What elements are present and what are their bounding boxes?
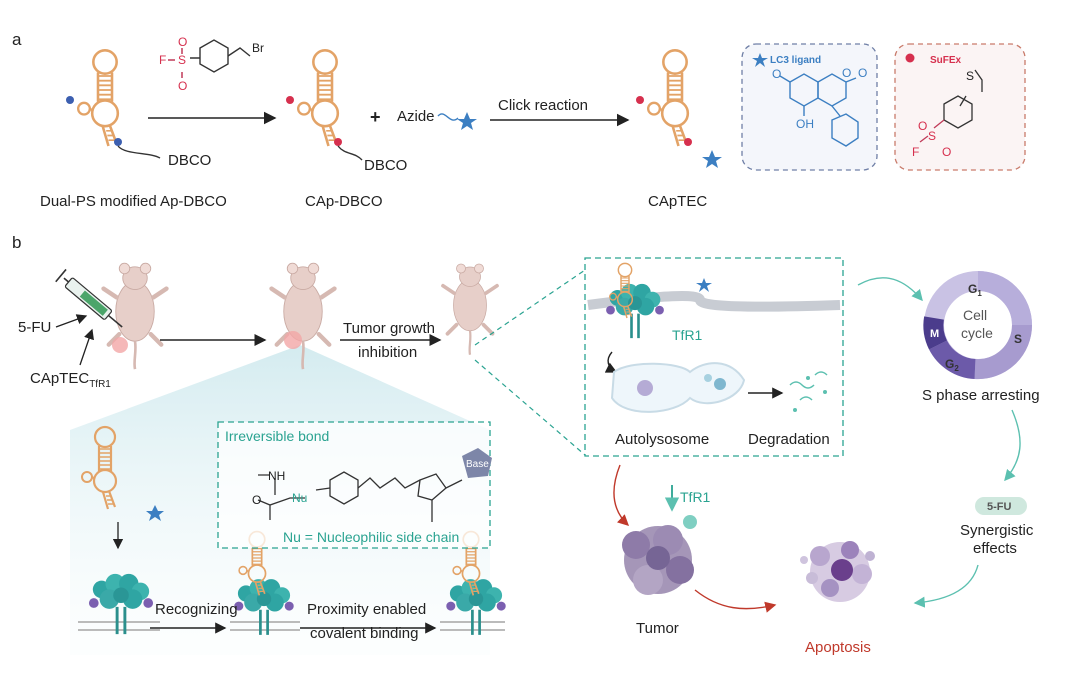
s-phase-label: S phase arresting: [922, 387, 1040, 404]
tumor-icon: [622, 525, 694, 595]
aptamer-icon: [636, 49, 692, 148]
mouse-icon: [443, 264, 497, 355]
phase-g2: G2: [945, 357, 959, 373]
lc3-ligand-box: LC3 ligand O O O OH: [741, 43, 878, 171]
sulfonyl-fluoride-reagent: F S O O Br: [159, 35, 264, 93]
irreversible-bond-title: Irreversible bond: [225, 428, 329, 444]
ps-site-blue: [114, 138, 122, 146]
star-icon: [146, 505, 164, 521]
five-fu-badge-label: 5-FU: [987, 501, 1012, 513]
click-reaction-label: Click reaction: [498, 97, 588, 114]
autolysosome-box: TfR1 Autolysosome Degradation: [584, 257, 844, 457]
sufex-o1: O: [918, 119, 927, 133]
lc3-oh: OH: [796, 117, 814, 131]
star-icon: [696, 278, 712, 292]
proximity-line2: covalent binding: [310, 625, 418, 642]
star-icon: [457, 112, 477, 130]
lc3-title: LC3 ligand: [770, 55, 821, 66]
ps-site-blue: [66, 96, 74, 104]
panel-label-b: b: [12, 233, 21, 252]
dbco-label-2: DBCO: [364, 157, 407, 174]
phase-s: S: [1014, 332, 1022, 346]
ps-site-red: [684, 138, 692, 146]
caption-dual-ps: Dual-PS modified Ap-DBCO: [40, 193, 227, 210]
degradation-label: Degradation: [748, 431, 830, 448]
nh-label: NH: [268, 469, 285, 483]
cell-cycle-line1: Cell: [963, 307, 987, 323]
five-fu-badge: [975, 497, 1027, 515]
sufex-title: SuFEx: [930, 55, 962, 66]
o-carbonyl-label: O: [252, 493, 261, 507]
tfr1-tumor-label: TfR1: [680, 489, 711, 505]
phase-m: M: [930, 328, 939, 340]
tumor-growth-line1: Tumor growth: [343, 320, 435, 337]
tfr1-membrane-label: TfR1: [672, 327, 703, 343]
sufex-box: SuFEx S O S F O: [894, 43, 1026, 171]
sufex-dot: [905, 53, 915, 63]
apoptosis-label: Apoptosis: [805, 639, 871, 656]
panel-label-a: a: [12, 30, 22, 49]
reagent-s: S: [178, 53, 186, 67]
plus-sign: +: [370, 107, 381, 127]
recognizing-label: Recognizing: [155, 601, 238, 618]
lc3-o-carbonyl: O: [858, 66, 867, 80]
reagent-o1: O: [178, 35, 187, 49]
cell-cycle-line2: cycle: [961, 325, 993, 341]
base-label: Base: [466, 459, 489, 470]
sufex-o2: O: [942, 145, 951, 159]
caption-cap-dbco: CAp-DBCO: [305, 193, 383, 210]
tumor-label: Tumor: [636, 620, 679, 637]
sufex-s-thio: S: [966, 69, 974, 83]
cell-cycle-ring-icon: Cell cycle G1 S G2 M: [923, 271, 1033, 380]
synergistic-line1: Synergistic: [960, 522, 1034, 539]
proximity-line1: Proximity enabled: [307, 601, 426, 618]
nu-definition: Nu = Nucleophilic side chain: [283, 529, 459, 545]
synergistic-line2: effects: [973, 540, 1017, 557]
base-pentagon: [462, 448, 492, 478]
star-icon: [702, 150, 722, 168]
tumor-spot: [112, 337, 128, 353]
dbco-label-1: DBCO: [168, 152, 211, 169]
captec-tfr1-label: CApTECTfR1: [30, 370, 111, 390]
irreversible-bond-box: Irreversible bond Base NH O Nu Nu = Nucl…: [217, 421, 492, 549]
reagent-f: F: [159, 53, 166, 67]
reagent-o2: O: [178, 79, 187, 93]
phase-g1: G1: [968, 282, 982, 298]
five-fu-label: 5-FU: [18, 319, 51, 336]
tumor-spot: [284, 331, 302, 349]
autolysosome-label: Autolysosome: [615, 431, 709, 448]
ps-site-red: [286, 96, 294, 104]
caption-captec: CApTEC: [648, 193, 707, 210]
syringe-icon: [55, 268, 123, 328]
aptamer-icon: [66, 49, 122, 148]
star-icon: [752, 53, 768, 67]
reagent-br: Br: [252, 41, 264, 55]
ps-site-red: [636, 96, 644, 104]
apoptosis-cluster-icon: [800, 541, 875, 602]
mouse-icon: [104, 263, 167, 369]
sufex-f: F: [912, 145, 919, 159]
aptamer-icon: [286, 49, 342, 148]
sufex-s: S: [928, 129, 936, 143]
lc3-o-ring: O: [842, 66, 851, 80]
nu-atom-label: Nu: [292, 491, 307, 505]
tumor-growth-line2: inhibition: [358, 344, 417, 361]
lc3-o-methoxy: O: [772, 67, 781, 81]
azide-label: Azide: [397, 108, 435, 125]
ps-site-red: [334, 138, 342, 146]
